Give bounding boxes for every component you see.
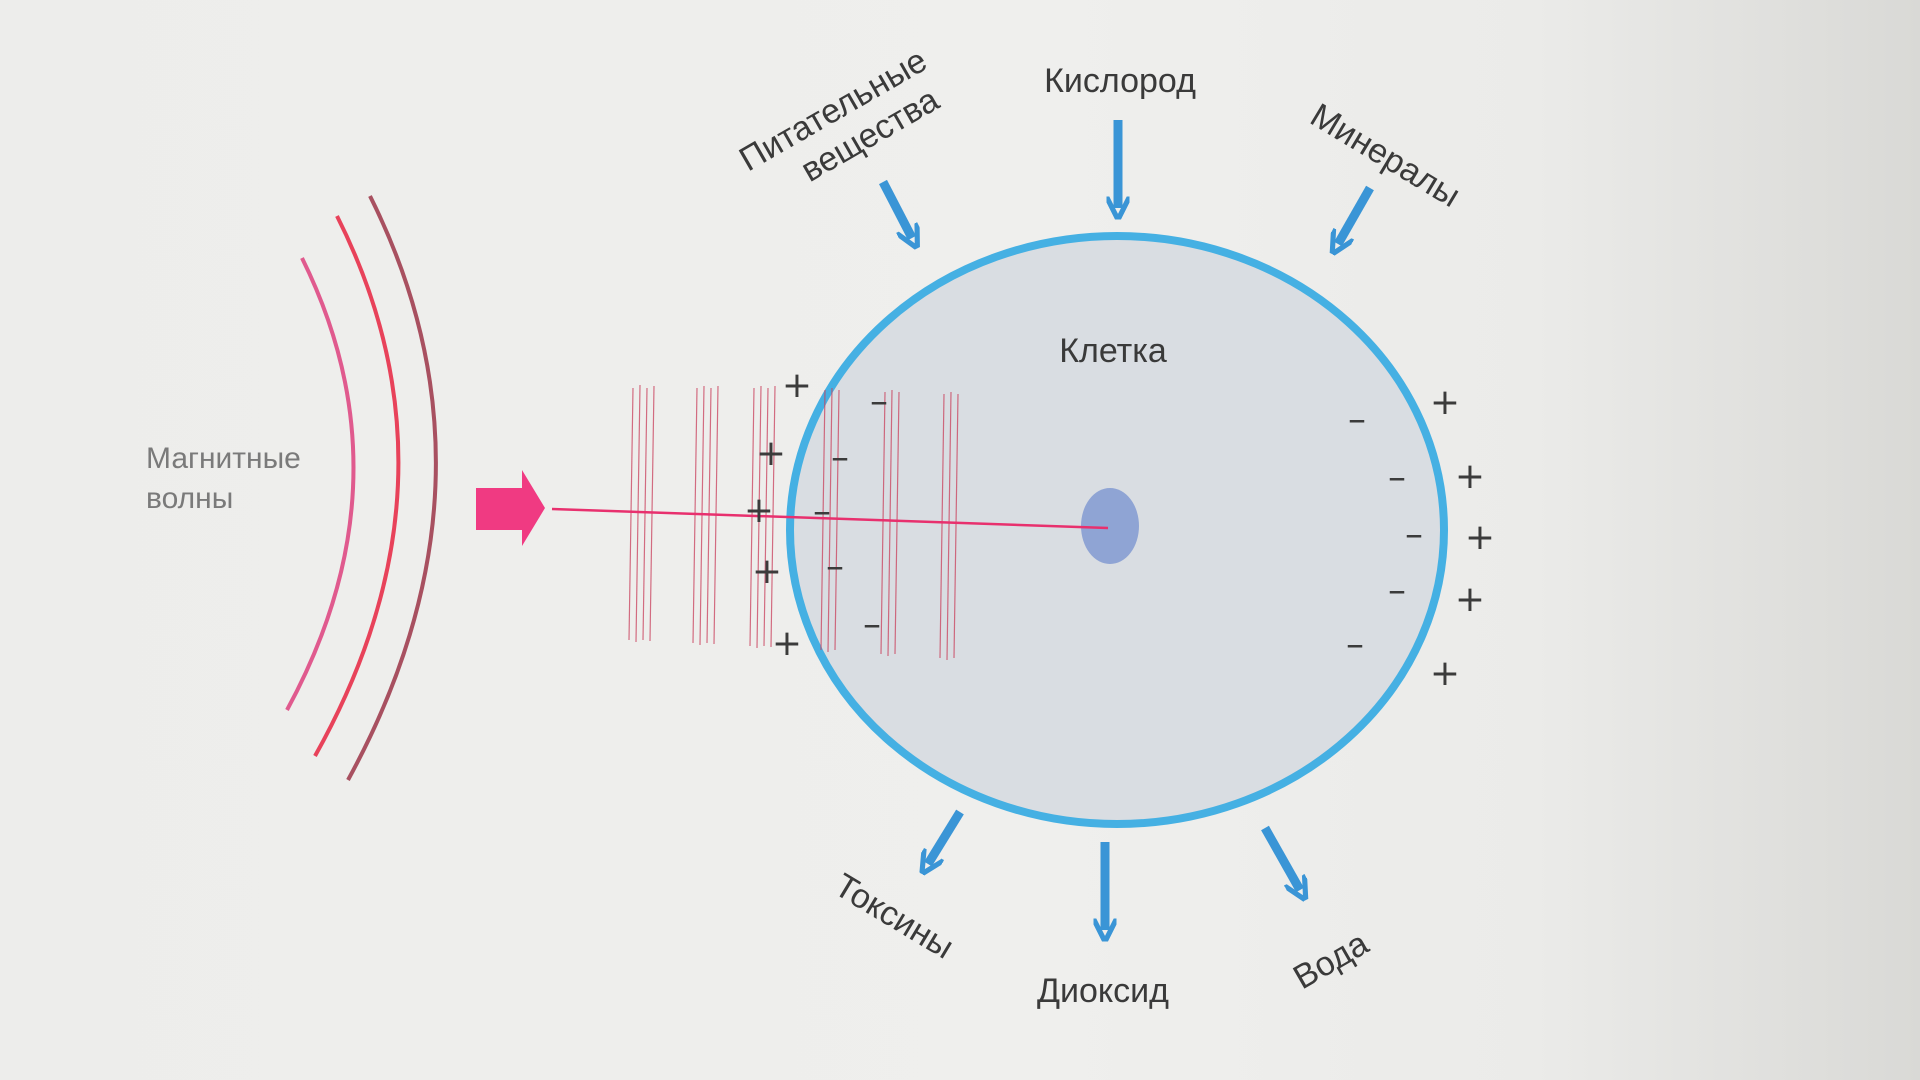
plus-sign: + [1465, 517, 1495, 558]
incoming-arrows [879, 120, 1374, 244]
left-charges: + + + + + – – – – – [744, 365, 888, 664]
cell-label: Клетка [1059, 332, 1167, 370]
water-arrow [1261, 825, 1300, 890]
nutrients-arrow [879, 179, 912, 238]
wave-arc-middle [313, 215, 401, 757]
minus-sign: – [1388, 457, 1406, 498]
plus-sign: + [782, 365, 812, 406]
wave-arc-inner [285, 257, 356, 711]
plus-sign: + [1430, 653, 1460, 694]
minerals-label: Минералы [1304, 96, 1467, 215]
outgoing-arrows [928, 809, 1300, 930]
minus-sign: – [826, 546, 844, 587]
minus-sign: – [1405, 514, 1423, 555]
plus-sign: + [752, 551, 782, 592]
wave-beam [551, 507, 1109, 530]
magnetic-waves-line-2: волны [146, 482, 233, 515]
wave-arc-outer [346, 195, 438, 781]
plus-sign: + [756, 433, 786, 474]
magnetic-wave-arcs [285, 195, 438, 781]
right-charges: – – – – – + + + + + [1346, 382, 1495, 694]
dioxide-label: Диоксид [1037, 972, 1169, 1010]
minus-sign: – [1348, 399, 1366, 440]
toxins-label: Токсины [828, 866, 960, 966]
nutrients-label: Питательные вещества [733, 37, 962, 214]
plus-sign: + [744, 490, 774, 531]
toxins-arrow [928, 809, 964, 864]
plus-sign: + [1455, 579, 1485, 620]
minus-sign: – [870, 381, 888, 422]
oxygen-label: Кислород [1044, 62, 1196, 100]
minus-sign: – [813, 491, 831, 532]
minerals-arrow [1338, 185, 1374, 244]
wave-direction-arrow [476, 470, 545, 546]
plus-sign: + [1455, 456, 1485, 497]
plus-sign: + [772, 623, 802, 664]
minus-sign: – [863, 604, 881, 645]
minus-sign: – [1346, 624, 1364, 665]
magnetic-waves-line-1: Магнитные [146, 442, 301, 475]
water-label: Вода [1287, 924, 1375, 997]
cell-nucleus [1081, 488, 1139, 564]
minus-sign: – [1388, 570, 1406, 611]
plus-sign: + [1430, 382, 1460, 423]
magnetic-waves-label: Магнитные волны [146, 442, 309, 515]
minus-sign: – [831, 437, 849, 478]
